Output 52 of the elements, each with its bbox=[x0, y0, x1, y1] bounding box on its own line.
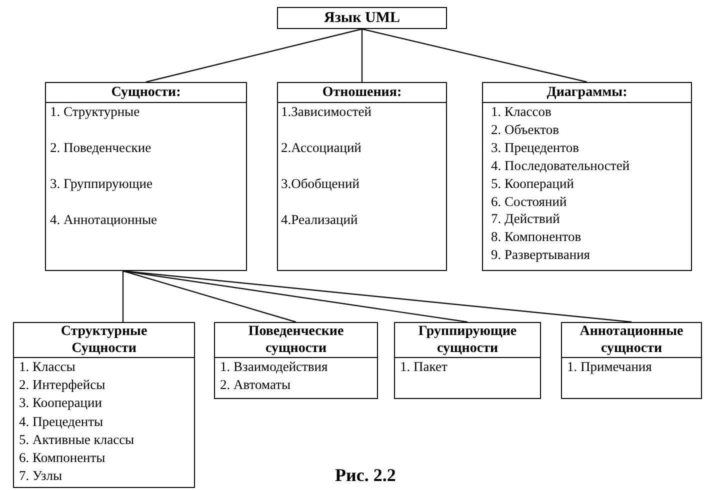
diagram-heading: Язык UML bbox=[324, 9, 400, 28]
list-item: 3. Группирующие bbox=[50, 176, 152, 191]
category-heading: Диаграммы: bbox=[546, 84, 628, 102]
category-box bbox=[277, 82, 447, 271]
connector-line bbox=[122, 270, 468, 323]
list-item: 1. Классов bbox=[491, 104, 552, 119]
list-item: 2. Объектов bbox=[491, 122, 559, 137]
connector-line bbox=[122, 270, 296, 323]
list-item: 3. Кооперации bbox=[19, 395, 102, 410]
list-item: 7. Действий bbox=[491, 211, 560, 226]
category-heading: Структурные Сущности bbox=[60, 323, 148, 357]
connector-line bbox=[361, 29, 363, 82]
list-item: 1. Пакет bbox=[400, 359, 448, 374]
connector-line bbox=[122, 271, 124, 322]
list-item: 2.Ассоциаций bbox=[281, 140, 362, 155]
list-item: 1.Зависимостей bbox=[281, 104, 372, 119]
connector-line bbox=[146, 28, 362, 83]
category-heading: Поведенческие сущности bbox=[247, 323, 345, 357]
list-item: 2. Поведенческие bbox=[50, 140, 152, 155]
category-heading: Группирующие сущности bbox=[417, 323, 518, 357]
list-item: 5. Активные классы bbox=[19, 432, 134, 447]
root-box bbox=[277, 7, 447, 29]
category-heading: Сущности: bbox=[111, 84, 181, 102]
category-box bbox=[45, 82, 247, 271]
list-item: 2. Автоматы bbox=[220, 377, 291, 392]
list-item: 6. Состояний bbox=[491, 194, 567, 209]
list-item: 8. Компонентов bbox=[491, 229, 582, 244]
list-item: 2. Интерфейсы bbox=[19, 377, 106, 392]
list-item: 3. Прецедентов bbox=[491, 140, 579, 155]
list-item: 1. Взаимодействия bbox=[220, 359, 328, 374]
list-item: 4. Прецеденты bbox=[19, 414, 104, 429]
category-box bbox=[482, 82, 692, 271]
category-box bbox=[394, 322, 541, 399]
category-box bbox=[561, 322, 702, 399]
category-box bbox=[214, 322, 378, 399]
list-item: 9. Развертывания bbox=[491, 247, 590, 262]
list-item: 4.Реализаций bbox=[281, 212, 358, 227]
list-item: 4. Аннотационные bbox=[50, 212, 158, 227]
list-item: 1. Классы bbox=[19, 359, 76, 374]
category-heading: Аннотационные сущности bbox=[578, 323, 684, 357]
connector-line bbox=[362, 28, 588, 83]
list-item: 5. Коопераций bbox=[491, 176, 574, 191]
list-item: 1. Примечания bbox=[567, 359, 652, 374]
category-box bbox=[13, 322, 195, 488]
list-item: 1. Структурные bbox=[50, 104, 140, 119]
list-item: 7. Узлы bbox=[19, 468, 62, 484]
figure-caption: Рис. 2.2 bbox=[335, 464, 396, 486]
list-item: 6. Компоненты bbox=[19, 450, 106, 466]
category-heading: Отношения: bbox=[322, 84, 402, 102]
list-item: 4. Последовательностей bbox=[491, 158, 630, 173]
connector-line bbox=[122, 270, 632, 323]
list-item: 3.Обобщений bbox=[281, 176, 360, 191]
